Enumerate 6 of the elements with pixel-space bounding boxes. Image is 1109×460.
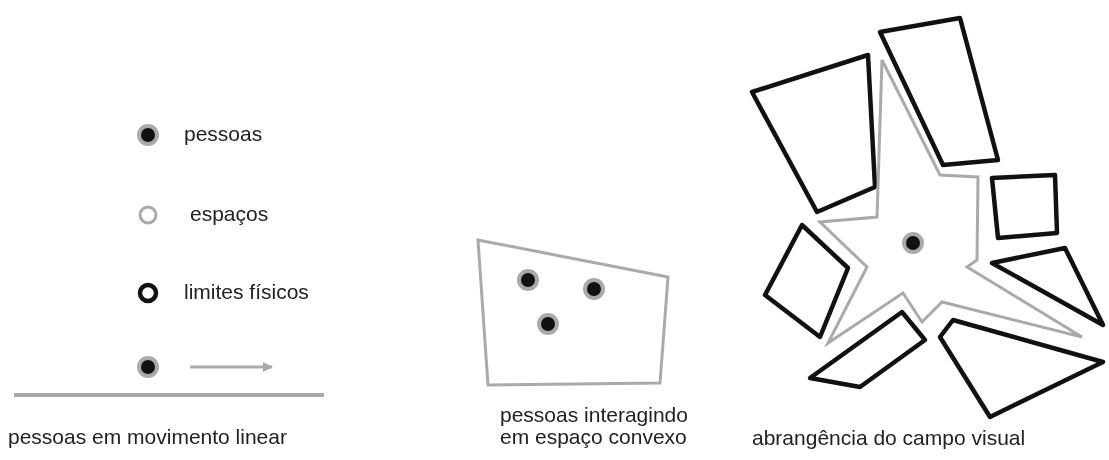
- caption: abrangência do campo visual: [752, 427, 1026, 449]
- legend-label: limites físicos: [184, 281, 309, 303]
- legend-label: espaços: [190, 203, 269, 225]
- caption: pessoas em movimento linear: [8, 426, 287, 448]
- caption: pessoas interagindo em espaço convexo: [500, 404, 689, 448]
- legend-label: pessoas: [184, 123, 263, 145]
